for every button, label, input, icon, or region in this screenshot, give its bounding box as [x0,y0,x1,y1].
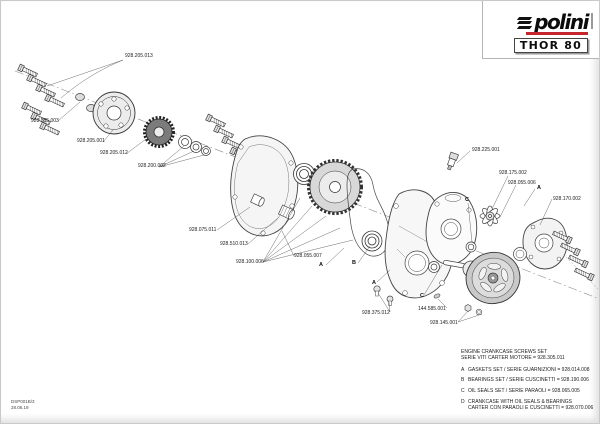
part-number-label: 928.075.011 [189,227,217,233]
legend-header-en: ENGINE CRANKCASE SCREWS SET [461,349,548,355]
part-number-label: 928.510.013 [220,241,248,247]
oil-seals-drawing [428,241,477,273]
starter-hub-drawing [143,116,175,148]
legend: ENGINE CRANKCASE SCREWS SET SERIE VITI C… [461,349,599,412]
ref-marker: B [352,260,356,266]
flywheel-drawing [465,251,521,305]
pulley-disc-drawing [92,91,136,135]
part-number-label: 928.385.003 [31,118,59,124]
part-number-label: 928.205.001 [77,138,105,144]
ref-marker: C [465,197,469,203]
ref-marker: A [372,280,376,286]
part-number-label: 928.200.002 [138,163,166,169]
part-number-label: 928.170.002 [553,196,581,202]
spacer-drawing [250,193,265,207]
logo-side-mark [591,13,593,29]
brand-name: polini [534,10,589,34]
transmission-cover-drawing [230,135,299,237]
part-number-label: 928.205.012 [100,150,128,156]
ref-marker: A [537,185,541,191]
logo-red-bar [526,32,588,35]
legend-header-it: SERIE VITI CARTER MOTORE = 928.305.011 [461,354,565,361]
brand-block: polini THOR 80 [482,1,599,59]
ignition-cover-drawing [513,217,568,270]
sensor-drawing [447,151,459,171]
doc-code: DSP001B/3 [11,399,35,404]
logo-stripes-icon [516,15,533,29]
impeller-drawing [479,205,501,227]
doc-date: 28.06.19 [11,404,29,410]
woodruff-key-drawing [433,293,441,299]
crank-bearing-drawing [361,230,383,252]
primary-gear-drawing [307,159,363,215]
model-badge: THOR 80 [513,38,588,53]
part-number-label: 928.375.012 [362,310,390,316]
small-screws-drawing [373,285,394,306]
part-number-label: 928.225.001 [472,147,500,153]
ref-marker: A [319,262,323,268]
washers-drawing [178,135,211,156]
leader-lines [46,59,553,323]
cover-gasket-drawing [346,168,390,257]
part-number-label: 928.100.006 [236,259,264,265]
part-number-label: 928.145.001 [430,320,458,326]
polini-logo: polini [516,10,589,34]
doc-info: DSP001B/3 28.06.19 [11,399,35,410]
part-number-label: 928.055.007 [294,253,322,259]
part-number-label: 928.175.002 [499,170,527,176]
ref-marker: C [420,293,424,299]
crankcase-right-drawing [425,191,478,265]
part-number-label: 144.585.001 [418,306,446,312]
nut-washer-drawing [464,304,483,316]
pulley-screws-drawing [17,63,96,137]
part-number-label: 928.055.006 [508,180,536,186]
part-number-label: 928.205.013 [125,53,153,59]
